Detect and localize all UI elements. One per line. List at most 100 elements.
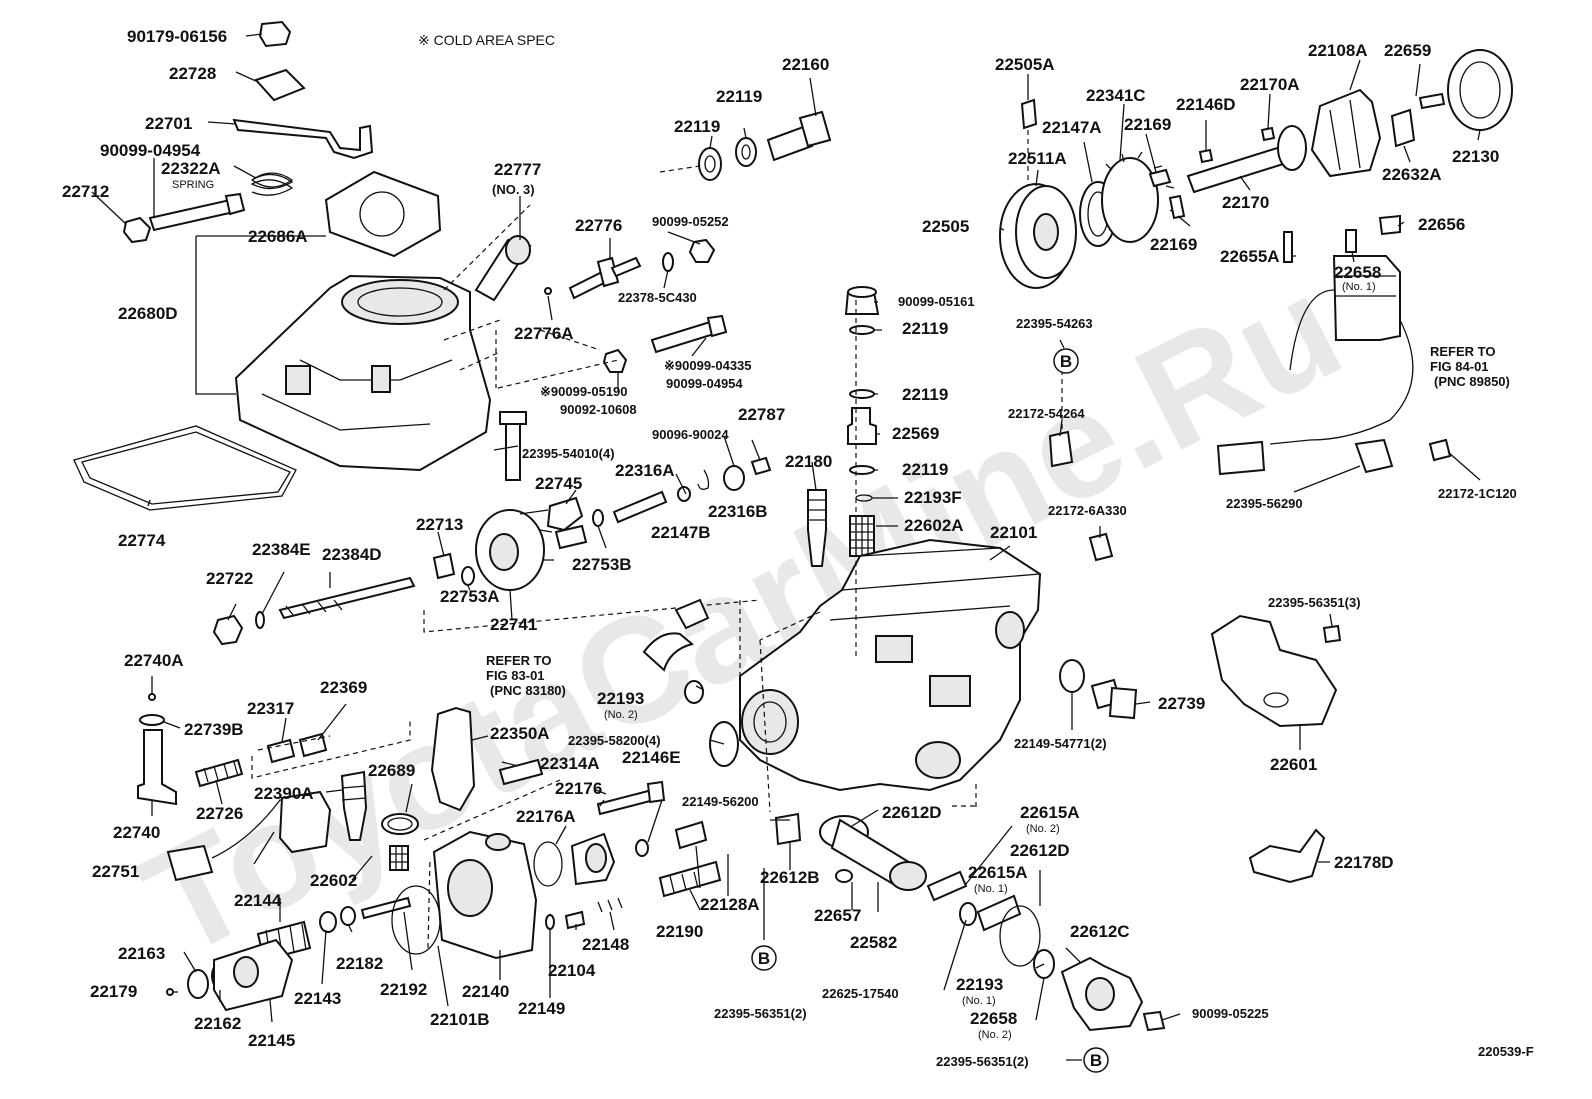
refer-note-line: REFER TO — [486, 653, 552, 668]
part-label: 22172-6A330 — [1048, 503, 1127, 518]
part-label: 22395-54010(4) — [522, 446, 615, 461]
pin-icon — [1283, 231, 1293, 263]
part-label: 22632A — [1382, 165, 1442, 184]
key-icon — [1148, 168, 1172, 188]
refer-note-line: FIG 84-01 — [1430, 359, 1489, 374]
pin-icon — [750, 456, 772, 476]
part-label: 22128A — [700, 895, 760, 914]
part-label: 22143 — [294, 989, 341, 1008]
part-label: 90092-10608 — [560, 402, 637, 417]
part-label: 22689 — [368, 761, 415, 780]
part-note: (No. 2) — [1026, 823, 1060, 835]
screw-icon — [564, 910, 586, 930]
gasket-inner-icon — [81, 431, 291, 505]
part-label: 22615A — [1020, 803, 1080, 822]
head-bore-icon — [1085, 977, 1115, 1011]
part-label: 22659 — [1384, 41, 1431, 60]
part-label: 22774 — [118, 531, 166, 550]
part-label: 22612D — [882, 803, 942, 822]
distributor-head-group — [759, 639, 1166, 1032]
timer-group — [137, 598, 739, 1012]
shaft-collar-icon — [1277, 125, 1307, 171]
washer-icon — [319, 911, 337, 933]
part-label: 22602 — [310, 871, 357, 890]
screw-plug-head-icon — [1108, 686, 1138, 720]
pump-housing-icon — [739, 538, 1042, 792]
housing-port-icon — [915, 741, 961, 779]
refer-note-line: (PNC 83180) — [490, 683, 566, 698]
timer-bore-icon — [447, 859, 493, 917]
part-note: (NO. 3) — [492, 182, 535, 197]
part-label: 22317 — [247, 699, 294, 718]
banjo-bolt-head-icon — [798, 110, 832, 148]
spacer-icon — [1390, 108, 1416, 148]
part-label: 22341C — [1086, 86, 1146, 105]
part-label: 22625-17540 — [822, 986, 899, 1001]
o-ring-icon — [1059, 659, 1085, 693]
dashed-guides — [251, 720, 411, 779]
timer-lever-icon — [430, 706, 476, 812]
housing-boss-icon — [371, 365, 391, 393]
part-label: 22169 — [1124, 115, 1171, 134]
part-label: 22751 — [92, 862, 139, 881]
lever-eye-icon — [505, 235, 531, 265]
part-label: 22741 — [490, 615, 537, 634]
bracket-icon — [1088, 532, 1114, 562]
part-label: 22192 — [380, 980, 427, 999]
part-label: 22658 — [970, 1009, 1017, 1028]
nut-icon — [212, 614, 244, 646]
lever-plate-icon — [1210, 614, 1338, 728]
part-label: 22657 — [814, 906, 861, 925]
screw-icon — [1418, 92, 1446, 110]
washer-hole-icon — [704, 155, 716, 173]
part-label: 22569 — [892, 424, 939, 443]
dashed-guides — [659, 165, 701, 173]
ref-marker-b — [1053, 348, 1079, 374]
part-label: 22149 — [518, 999, 565, 1018]
part-labels: 90179-06156 22728 22701 90099-04954 2232… — [62, 27, 1517, 1069]
key-icon — [1260, 126, 1276, 142]
lever-shaft-icon — [137, 729, 177, 806]
part-label: 22656 — [1418, 215, 1465, 234]
part-label: 22350A — [490, 724, 550, 743]
screw-collar-icon — [596, 256, 620, 288]
housing-edges-icon — [829, 547, 1041, 621]
gasket-ring-icon — [849, 465, 875, 475]
o-ring-hole-icon — [387, 817, 413, 831]
part-label: 22701 — [145, 114, 192, 133]
sleeve-icon — [723, 465, 745, 491]
part-label: 22601 — [1270, 755, 1317, 774]
part-label: 22505 — [922, 217, 969, 236]
valve-ridges-icon — [808, 499, 826, 521]
part-label: ※90099-05190 — [540, 384, 628, 399]
part-label: 22395-56351(3) — [1268, 595, 1361, 610]
washer-icon — [432, 552, 456, 580]
part-label: 22163 — [118, 944, 165, 963]
part-label: 22728 — [169, 64, 216, 83]
part-label: 22145 — [248, 1031, 295, 1050]
gear-icon — [1101, 157, 1159, 243]
part-label: 22190 — [656, 922, 703, 941]
refer-note-fig-83: REFER TO FIG 83-01 (PNC 83180) — [486, 653, 566, 698]
governor-housing-icon — [234, 274, 492, 472]
plate-slot-icon — [1263, 692, 1289, 708]
part-label: 22119 — [902, 319, 948, 338]
bolt-icon — [148, 198, 236, 232]
shaft-thread-icon — [285, 599, 343, 617]
bolt-icon — [505, 419, 521, 481]
solenoid-group — [1048, 255, 1452, 884]
connector-icon — [1216, 440, 1266, 476]
part-note: (No. 1) — [1342, 281, 1376, 293]
nut-icon — [258, 20, 292, 48]
washer-icon — [592, 509, 604, 527]
part-label: 22193 — [956, 975, 1003, 994]
timer-port-icon — [485, 833, 511, 851]
part-note: SPRING — [172, 179, 214, 191]
part-label: 22395-54263 — [1016, 316, 1093, 331]
flyweight-group — [212, 456, 772, 646]
key-icon — [1168, 194, 1186, 220]
part-label: 22505A — [995, 55, 1055, 74]
part-label: 22147A — [1042, 118, 1102, 137]
part-label: 22713 — [416, 515, 463, 534]
part-label: 90099-04954 — [666, 376, 743, 391]
